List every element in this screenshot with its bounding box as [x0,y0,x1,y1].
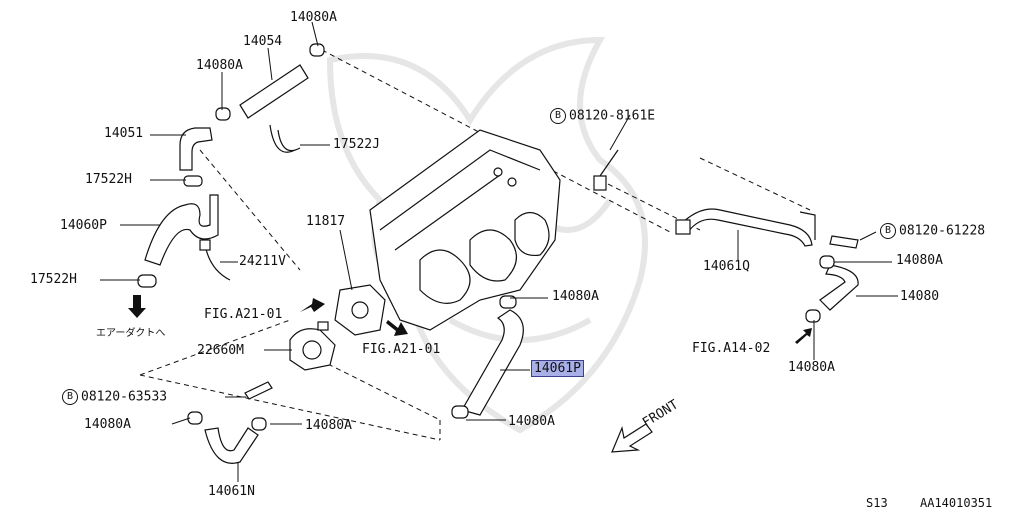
bolt-b-icon: B [62,389,78,405]
dashed-guides [139,49,811,441]
bolt-08120-61228 [829,235,859,249]
label-fig-a21-01-mid[interactable]: FIG.A21-01 [362,342,441,357]
label-22660M: 22660M [197,343,244,358]
clip-17522J [269,124,301,153]
label-14080A-mid-bottom: 14080A [305,418,352,433]
bolt-08120-63533 [244,381,273,400]
label-14080A-right: 14080A [896,253,943,268]
label-14061Q: 14061Q [703,259,750,274]
bolt-b-icon: B [550,108,566,124]
label-14080A-lower-center: 14080A [508,414,555,429]
label-17522J: 17522J [333,137,380,152]
clip-17522H [137,175,203,288]
label-14054: 14054 [243,34,283,49]
hose-14054 [215,43,325,121]
hose-14051 [179,127,213,171]
leader-lines [100,21,898,482]
valve-assembly [289,284,386,371]
label-14080A-right-bottom: 14080A [788,360,835,375]
footer-code: AA14010351 [920,496,993,510]
footer-model: S13 [866,496,888,510]
label-24211V: 24211V [239,254,286,269]
label-14080A-left-bottom: 14080A [84,417,131,432]
part-24211V [199,239,231,281]
label-14080A-top: 14080A [290,10,337,25]
pipe-14061Q [675,208,816,247]
direction-arrows [128,295,812,344]
label-14051: 14051 [104,126,144,141]
label-14061N: 14061N [208,484,255,499]
label-08120-8161E-text: 08120-8161E [569,108,656,124]
label-17522H-bottom: 17522H [30,272,77,287]
hose-14061N [187,411,267,464]
label-14060P: 14060P [60,218,107,233]
front-arrow [611,423,653,453]
label-08120-63533-text: 08120-63533 [81,389,168,405]
intake-manifold [369,129,561,331]
label-14061P[interactable]: 14061P [531,360,584,377]
hose-14060P [144,194,219,266]
bolt-08120-8161E [593,149,619,191]
hose-14061P [451,295,524,419]
label-17522H-top: 17522H [85,172,132,187]
label-14080A-center: 14080A [552,289,599,304]
label-08120-61228-text: 08120-61228 [899,223,986,239]
label-fig-a21-01-left[interactable]: FIG.A21-01 [204,307,283,322]
label-14080: 14080 [900,289,940,304]
hose-14080 [805,255,859,323]
label-14080A-left-top: 14080A [196,58,243,73]
label-fig-a14-02[interactable]: FIG.A14-02 [692,341,771,356]
label-11817: 11817 [306,214,346,229]
bolt-b-icon: B [880,223,896,239]
label-air-duct: エアーダクトへ [96,328,166,339]
